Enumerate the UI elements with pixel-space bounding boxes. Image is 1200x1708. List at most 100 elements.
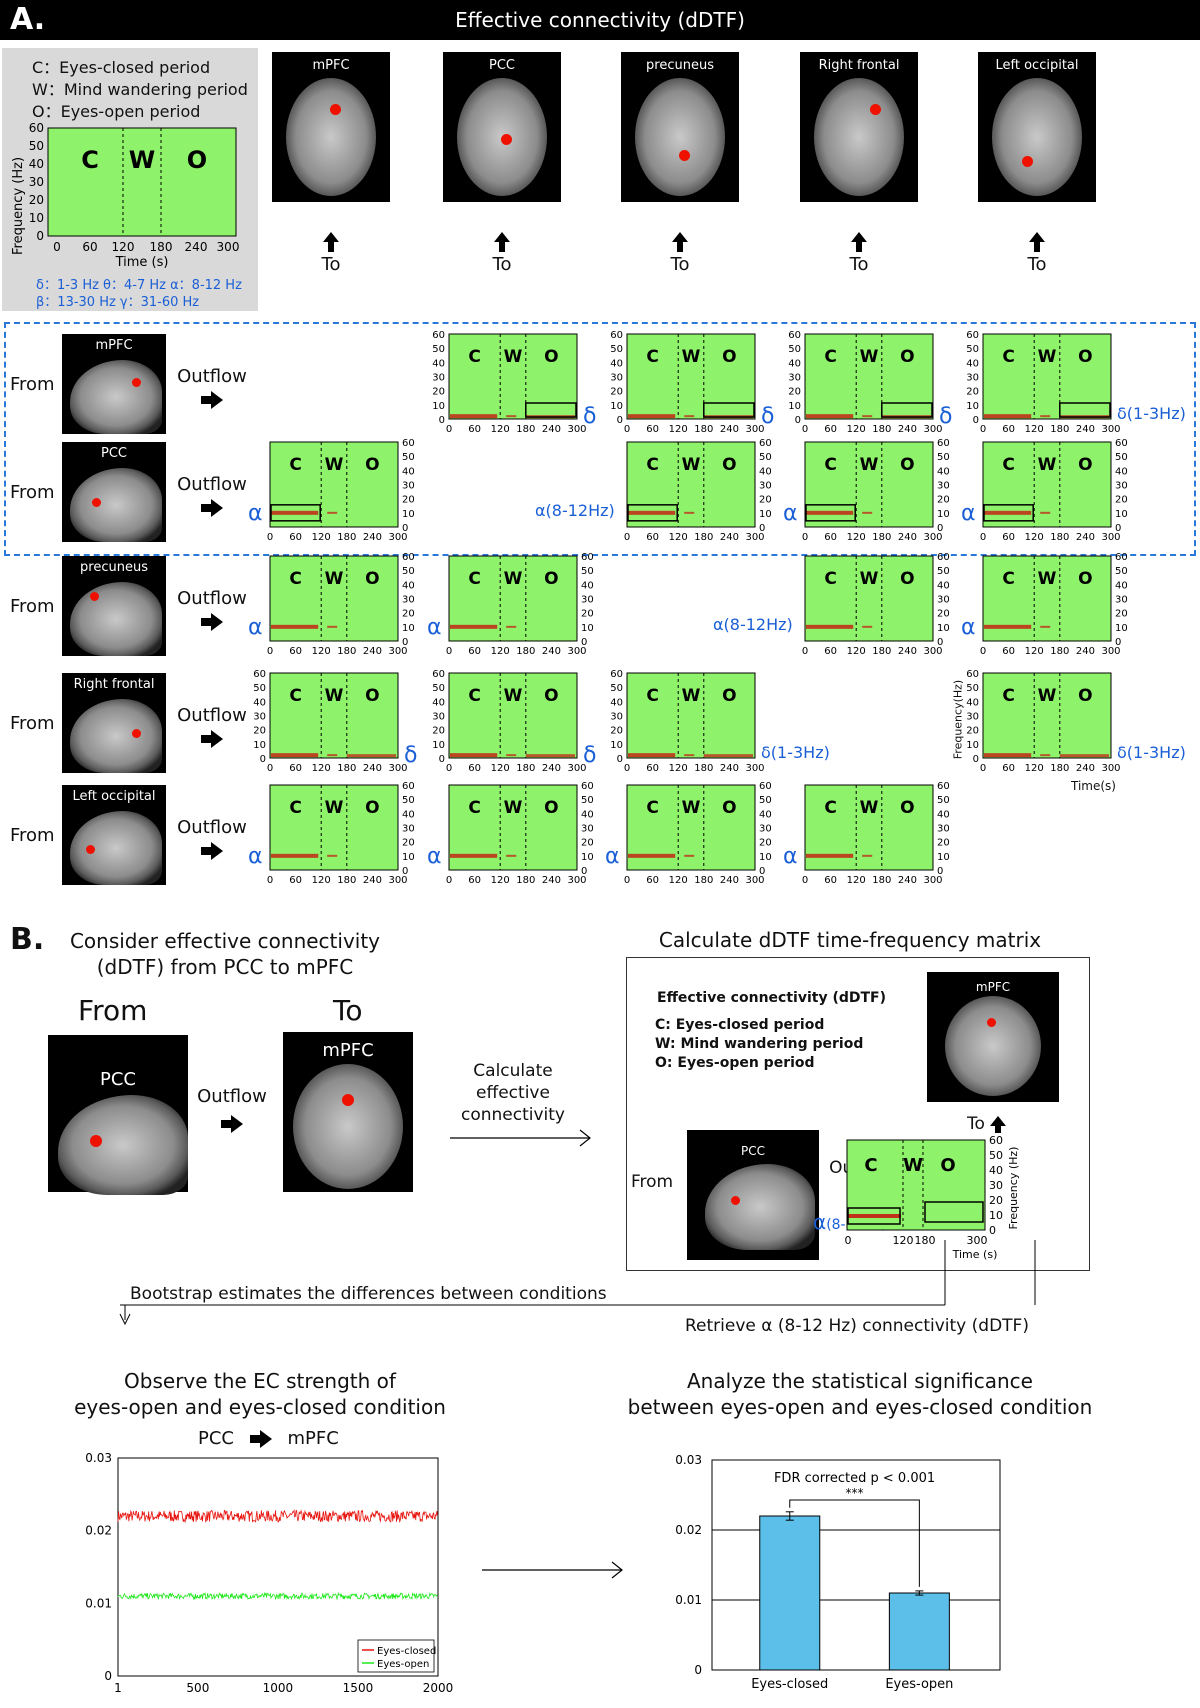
bar-0 [759, 1515, 821, 1671]
line-xtick: 2000 [423, 1681, 454, 1695]
ytick: 40 [966, 358, 979, 369]
ytick: 30 [581, 824, 594, 835]
ytick: 0 [439, 754, 445, 765]
to-marker: To [660, 232, 700, 275]
xtick: 300 [567, 875, 586, 886]
matrix-ytick: 0 [989, 1224, 996, 1237]
matrix-xtick: 300 [967, 1234, 988, 1247]
ytick: 0 [937, 637, 943, 648]
legend-line-c: C：Eyes-closed period [32, 58, 211, 77]
ytick: 20 [788, 387, 801, 398]
period-label: O [900, 347, 914, 367]
source-brain-0: mPFC [62, 334, 166, 434]
xtick: 300 [745, 763, 764, 774]
xtick: 300 [923, 646, 942, 657]
ytick: 40 [610, 358, 623, 369]
period-label: W [325, 798, 344, 818]
ytick: 40 [966, 697, 979, 708]
highlight-box [270, 504, 321, 522]
xtick: 0 [980, 763, 986, 774]
ytick: 20 [432, 387, 445, 398]
xtick: 300 [567, 424, 586, 435]
region-marker-icon [679, 150, 690, 161]
right-arrow-icon [172, 497, 252, 518]
ytick: 10 [432, 740, 445, 751]
matrix-alpha-activity [848, 1214, 901, 1218]
band-label: α [248, 614, 263, 640]
xtick: 300 [923, 532, 942, 543]
matrix-ytick: 50 [989, 1149, 1003, 1162]
ytick: 20 [402, 495, 415, 506]
activity-band [271, 853, 319, 858]
xtick: 120 [1025, 646, 1044, 657]
line-xtick: 1000 [263, 1681, 294, 1695]
outflow-label: Outflow [177, 817, 247, 838]
region-marker-icon [86, 845, 95, 854]
xtick: 120 [312, 875, 331, 886]
activity-band [271, 753, 319, 758]
xtick: 120 [847, 424, 866, 435]
band-label: α [427, 843, 442, 869]
xtick: 0 [624, 424, 630, 435]
band-label: δ [761, 404, 775, 430]
analyze-title-line-1: Analyze the statistical significance [687, 1369, 1033, 1393]
legend-period-c: C [81, 146, 99, 174]
bar-1 [888, 1592, 950, 1671]
source-brain-4: Left occipital [62, 785, 166, 885]
period-label: O [722, 347, 736, 367]
sagittal-head-icon [705, 1164, 815, 1250]
activity-band [806, 624, 854, 629]
xtick: 240 [542, 424, 561, 435]
to-label: To [492, 254, 512, 275]
region-marker-icon [870, 104, 881, 115]
connector-lines [119, 1240, 1036, 1326]
sagittal-head-icon [70, 582, 162, 656]
band-label: α [783, 843, 798, 869]
xtick: 240 [1076, 424, 1095, 435]
ytick: 50 [402, 795, 415, 806]
to-marker: To [839, 232, 879, 275]
xtick: 300 [923, 424, 942, 435]
xtick: 180 [516, 646, 535, 657]
ytick: 10 [1115, 623, 1128, 634]
ytick: 0 [581, 866, 587, 877]
axial-head-icon [945, 996, 1041, 1096]
period-label: O [544, 569, 558, 589]
matrix-period-w: W [903, 1155, 923, 1176]
ytick: 30 [759, 481, 772, 492]
legend-line-w: W：Mind wandering period [32, 80, 248, 99]
ytick: 0 [617, 754, 623, 765]
xtick: 180 [516, 875, 535, 886]
section-a-label: A. [10, 2, 46, 37]
activity-band [806, 853, 854, 858]
activity-band [684, 511, 695, 514]
xtick: 180 [1050, 424, 1069, 435]
bar-ytick: 0.01 [675, 1593, 702, 1607]
xtick: 240 [542, 763, 561, 774]
ytick: 30 [402, 824, 415, 835]
xtick: 60 [289, 875, 302, 886]
region-marker-icon [132, 378, 141, 387]
ytick: 40 [759, 809, 772, 820]
activity-band [450, 853, 498, 858]
highlight-box [1059, 402, 1111, 418]
b-outflow: Outflow [190, 1086, 274, 1134]
activity-band [506, 754, 517, 757]
ytick: 0 [973, 754, 979, 765]
line-ytick: 0 [104, 1669, 112, 1683]
activity-band [628, 853, 676, 858]
xtick: 180 [694, 763, 713, 774]
ytick: 60 [966, 330, 979, 341]
matrix-source-brain: PCC [687, 1130, 819, 1260]
period-label: C [289, 569, 301, 589]
xtick: 300 [1101, 532, 1120, 543]
xtick: 240 [898, 424, 917, 435]
matrix-heading: Effective connectivity (dDTF) [657, 990, 886, 1006]
sagittal-head-icon [70, 360, 162, 434]
